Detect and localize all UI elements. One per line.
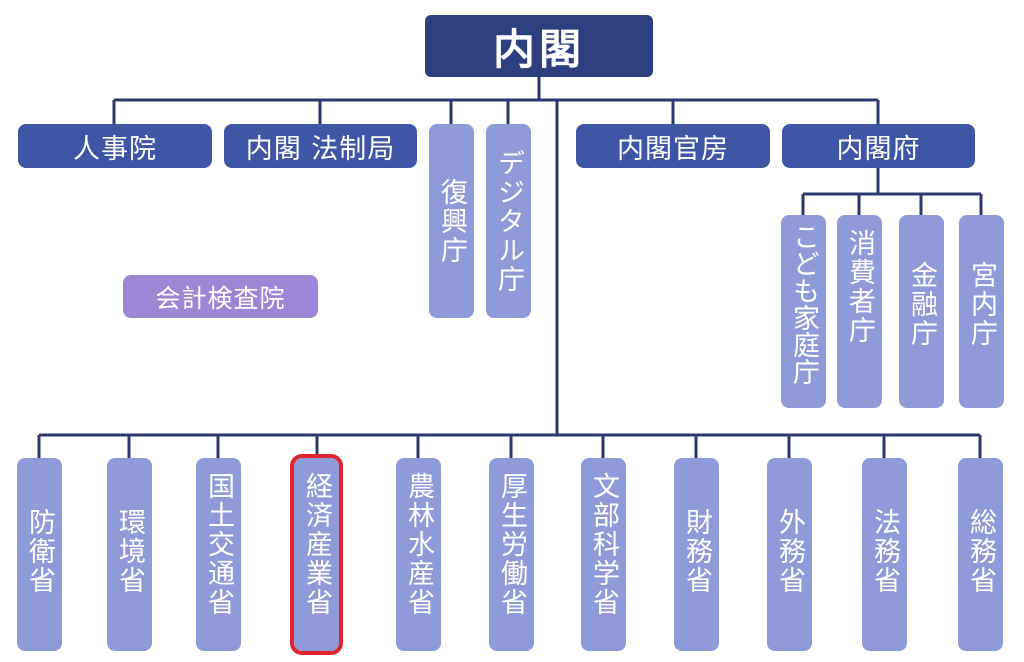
node-kosei-rodosho: 厚生労働省 [489,458,534,651]
node-jinjiin: 人事院 [18,124,212,168]
node-digital-cho: デジタル庁 [486,124,531,318]
node-naikaku: 内閣 [425,15,653,77]
node-shohisha-cho: 消費者庁 [837,215,882,408]
node-naikaku-kanbo: 内閣官房 [576,124,770,168]
node-norin-suisansho: 農林水産省 [396,458,441,651]
node-keizai-sangyosho: 経済産業省 [290,454,343,655]
node-kaikei-kensain: 会計検査院 [123,275,318,318]
node-kodomo-katei-cho: こども家庭庁 [781,215,826,408]
node-kinyu-cho: 金融庁 [899,215,944,408]
node-zaimusho: 財務省 [674,458,719,651]
node-kokudo-kotsusho: 国土交通省 [196,458,241,651]
node-naikaku-hoseikyoku: 内閣 法制局 [224,124,417,168]
node-somusho: 総務省 [958,458,1003,651]
node-monbu-kagakusho: 文部科学省 [581,458,626,651]
node-kunai-cho: 宮内庁 [959,215,1004,408]
node-homusho: 法務省 [862,458,907,651]
node-fukkocho: 復興庁 [429,124,474,318]
node-kankyosho: 環境省 [107,458,152,651]
node-boeisho: 防衛省 [17,458,62,651]
node-naikakufu: 内閣府 [782,124,975,168]
node-gaimusho: 外務省 [767,458,812,651]
